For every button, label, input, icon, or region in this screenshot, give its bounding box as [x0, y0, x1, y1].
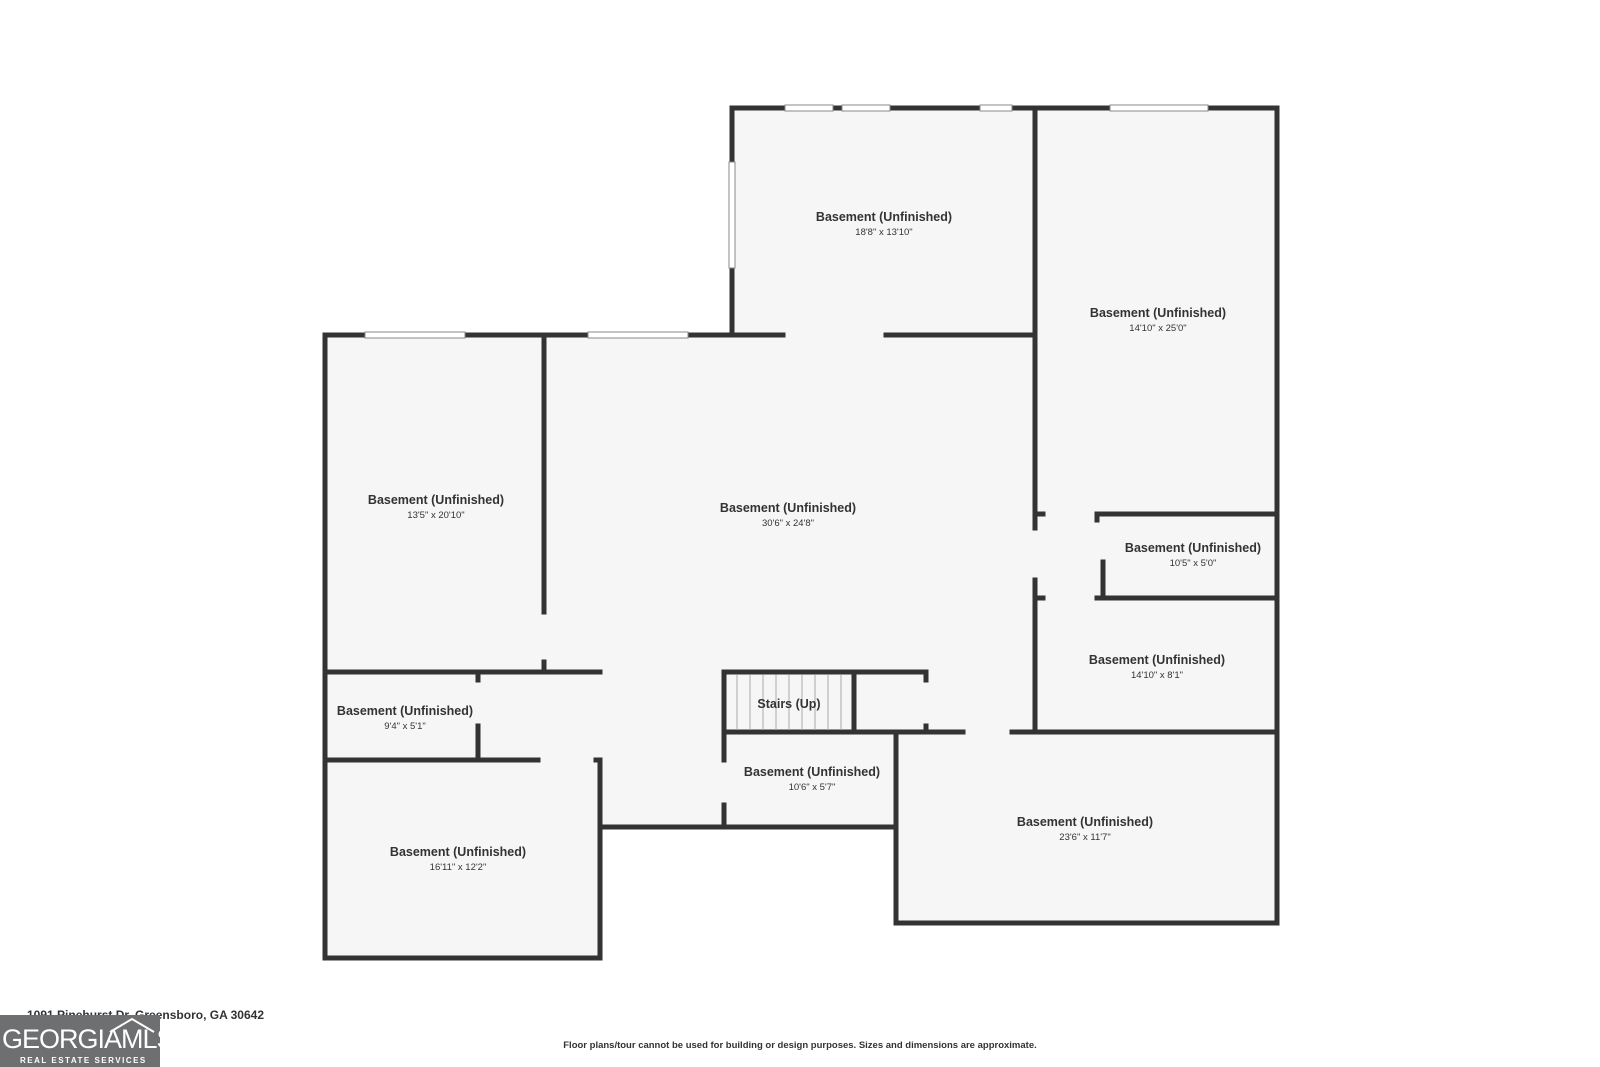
room-dimensions: 23'6" x 11'7"	[1059, 832, 1110, 843]
stair-treads	[736, 675, 842, 730]
stairs-label: Stairs (Up)	[757, 697, 820, 711]
room-label: Basement (Unfinished)	[1089, 653, 1225, 667]
room-label: Basement (Unfinished)	[720, 501, 856, 515]
room-label: Basement (Unfinished)	[368, 493, 504, 507]
room-label: Basement (Unfinished)	[1017, 815, 1153, 829]
walls	[322, 105, 1280, 961]
floor-area	[325, 108, 1277, 958]
disclaimer-text: Floor plans/tour cannot be used for buil…	[563, 1040, 1037, 1051]
room-dimensions: 18'8" x 13'10"	[855, 227, 912, 238]
georgia-mls-logo: GEORGIAMLS REAL ESTATE SERVICES	[0, 1015, 175, 1067]
room-dimensions: 9'4" x 5'1"	[384, 721, 426, 732]
room-label: Basement (Unfinished)	[1090, 306, 1226, 320]
room-dimensions: 13'5" x 20'10"	[407, 510, 464, 521]
room-label: Basement (Unfinished)	[744, 765, 880, 779]
windows	[364, 104, 1209, 339]
room-dimensions: 16'11" x 12'2"	[430, 862, 487, 873]
house-roof-icon	[109, 1017, 155, 1033]
room-label: Basement (Unfinished)	[337, 704, 473, 718]
room-dimensions: 10'6" x 5'7"	[789, 782, 836, 793]
room-dimensions: 14'10" x 8'1"	[1131, 670, 1183, 681]
room-dimensions: 10'5" x 5'0"	[1170, 558, 1217, 569]
room-label: Basement (Unfinished)	[816, 210, 952, 224]
room-dimensions: 30'6" x 24'8"	[762, 518, 814, 529]
room-dimensions: 14'10" x 25'0"	[1129, 323, 1186, 334]
room-label: Basement (Unfinished)	[1125, 541, 1261, 555]
room-labels: Basement (Unfinished) 18'8" x 13'10" Bas…	[337, 210, 1261, 873]
logo-tagline: REAL ESTATE SERVICES	[20, 1056, 147, 1065]
logo-wordmark: GEORGIAMLS	[2, 1024, 175, 1054]
room-label: Basement (Unfinished)	[390, 845, 526, 859]
